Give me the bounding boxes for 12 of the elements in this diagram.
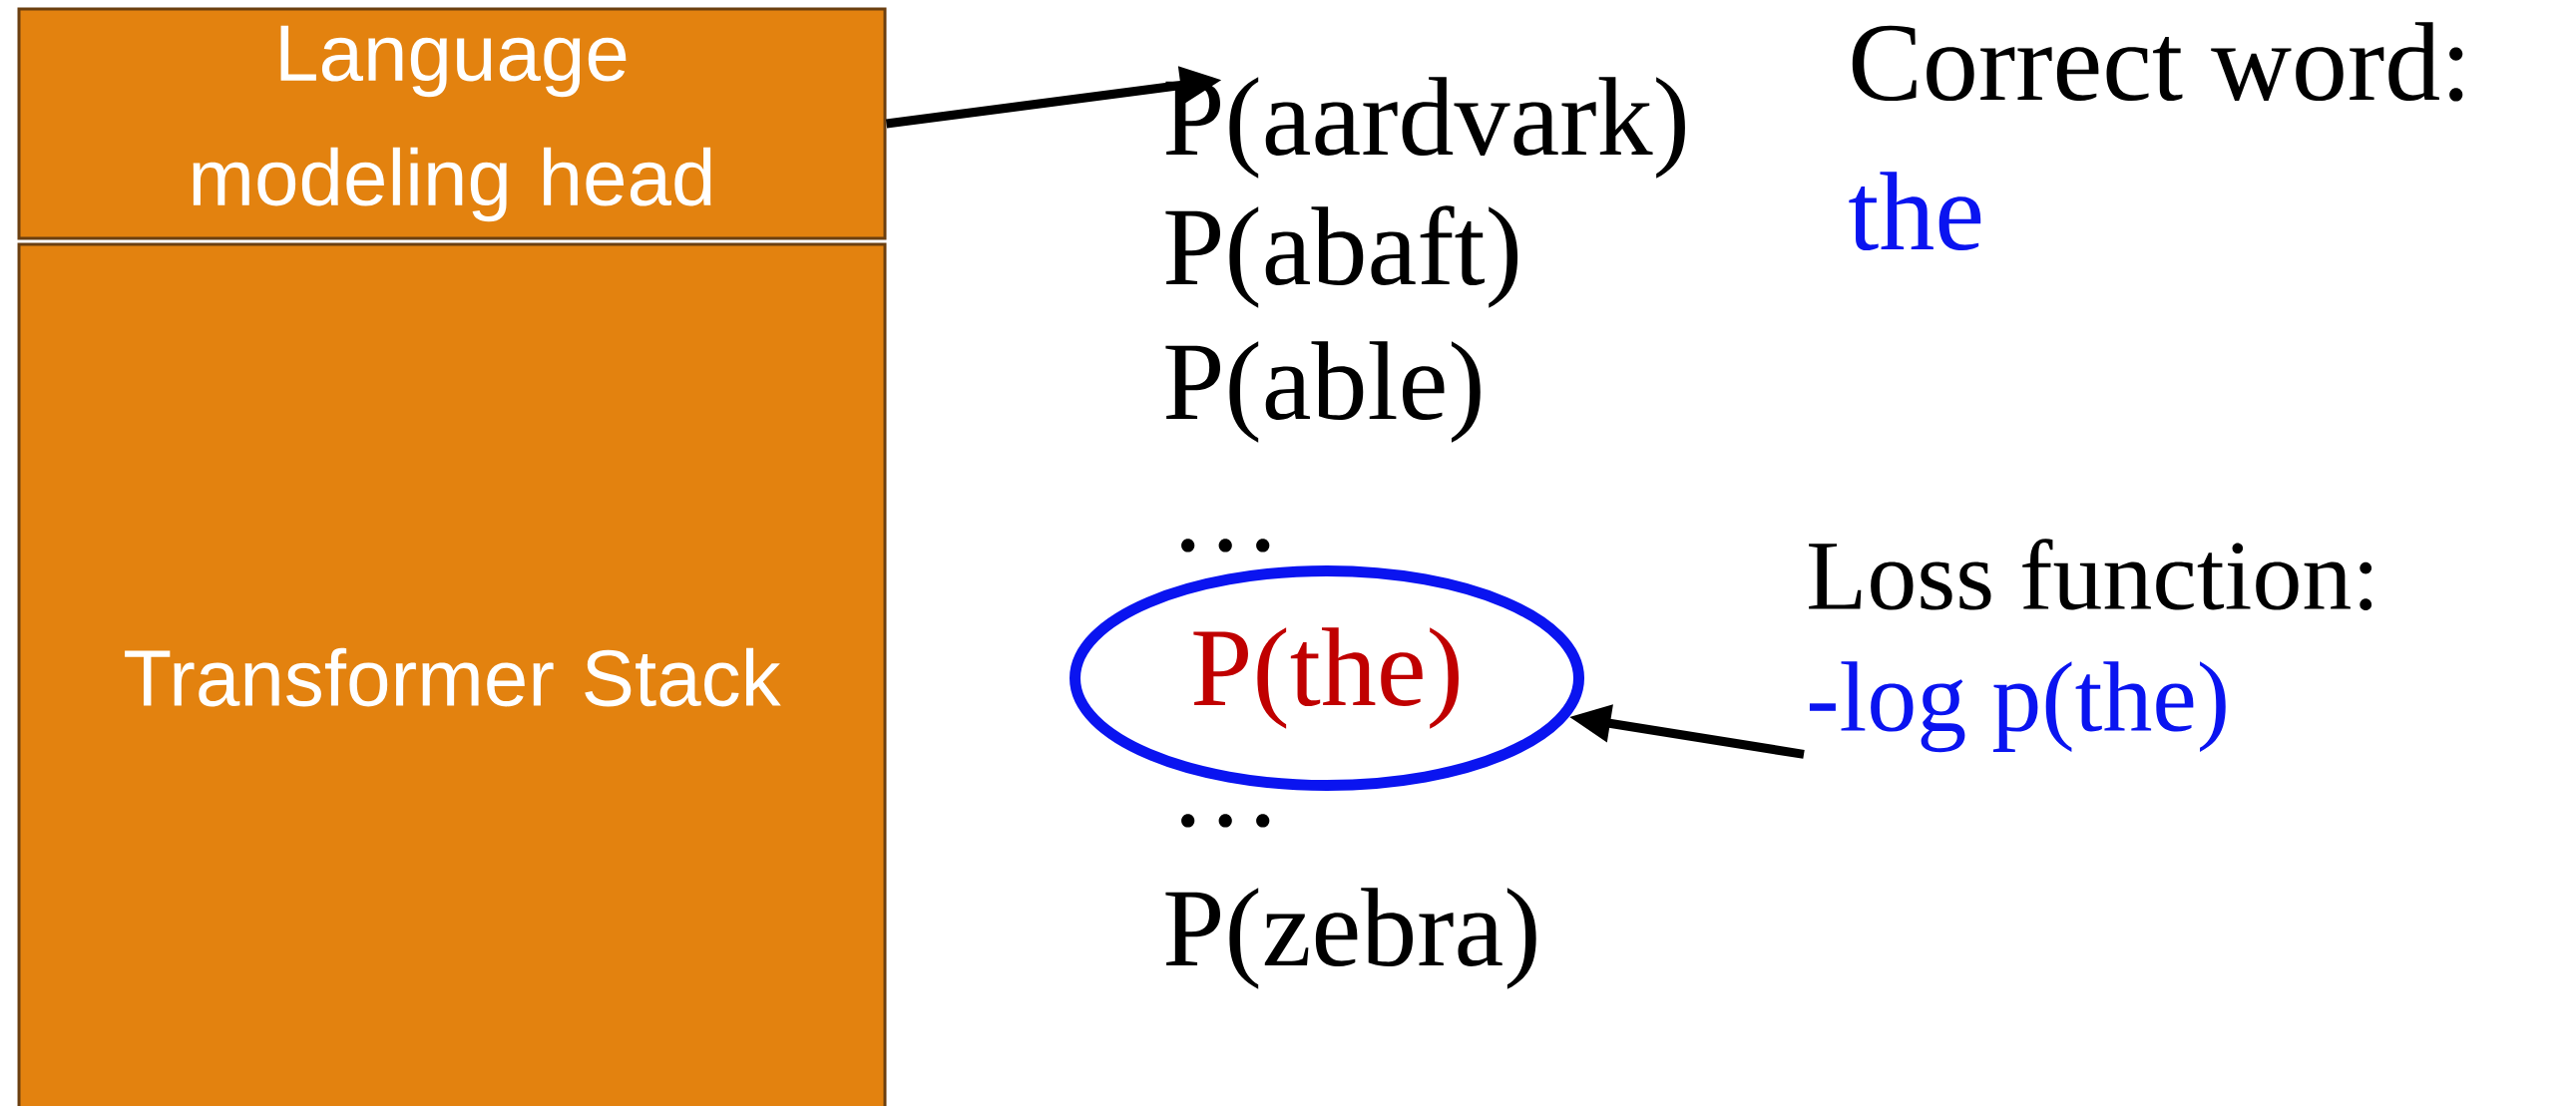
probability-label: P(able) — [1165, 341, 1481, 443]
loss-label: Loss function: -log p(the) — [1809, 539, 2372, 753]
probability-label: P(zebra) — [1165, 888, 1536, 989]
ellipsis-label: … — [1181, 814, 1270, 828]
probability-label: P(abaft) — [1165, 205, 1518, 308]
ellipsis-label: … — [1181, 539, 1270, 553]
heading-label: Correct word: — [1852, 22, 2463, 102]
answer-label: the — [1849, 172, 1981, 251]
probability-label: P(aardvark) — [1165, 77, 1685, 179]
circled-probability: P(the) — [1070, 565, 1584, 791]
stack-box: Transformer Stack — [17, 242, 887, 1106]
head-box: Language modeling head — [17, 7, 887, 240]
